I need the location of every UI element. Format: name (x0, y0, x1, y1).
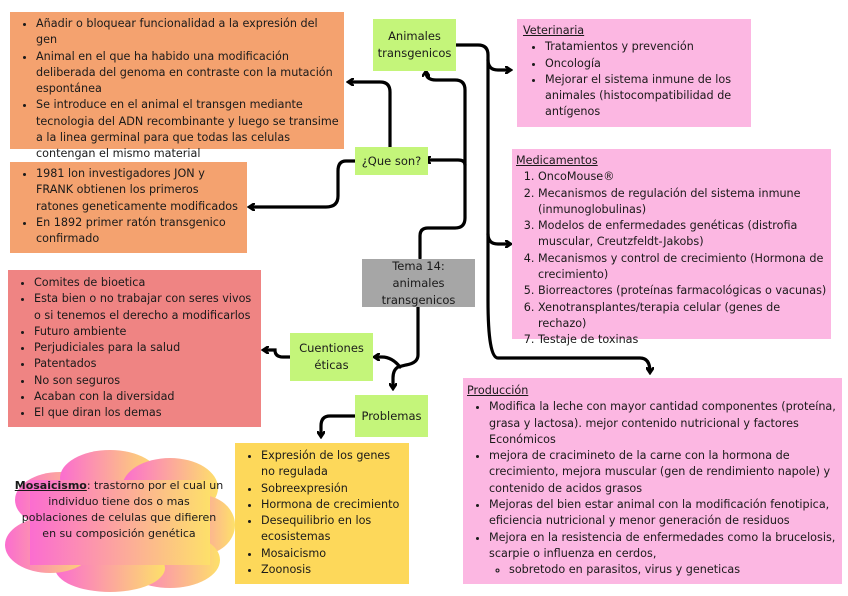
ethics-item: El que diran los demas (34, 405, 257, 421)
produccion-item: Mejoras del bien estar animal con la mod… (489, 497, 838, 530)
central-topic-label: Tema 14: animales transgenicos (381, 258, 456, 307)
problem-item: Expresión de los genes no regulada (261, 448, 405, 481)
history-box: 1981 lon investigadores JON y FRANK obti… (10, 162, 247, 253)
problem-item: Desequilibrio en los ecosistemas (261, 513, 405, 546)
node-cuestiones-eticas[interactable]: Cuentiones éticas (290, 333, 373, 381)
central-topic[interactable]: Tema 14: animales transgenicos (362, 259, 475, 307)
node-que-son[interactable]: ¿Que son? (355, 147, 428, 175)
medicamentos-item: Mecanismos de regulación del sistema inm… (538, 186, 827, 219)
ethics-item: Comites de bioetica (34, 275, 257, 291)
node-problemas[interactable]: Problemas (355, 395, 428, 437)
definition-item: Añadir o bloquear funcionalidad a la exp… (36, 16, 340, 49)
ethics-item: Perjudiciales para la salud (34, 340, 257, 356)
medicamentos-item: Xenotransplantes/terapia celular (genes … (538, 300, 827, 333)
node-cuestiones-label: Cuentiones éticas (299, 341, 364, 372)
node-que-son-label: ¿Que son? (361, 153, 422, 168)
medicamentos-item: Mecanismos y control de crecimiento (Hor… (538, 251, 827, 284)
problem-item: Mosaicismo (261, 546, 405, 562)
connector-to-medicamentos (486, 232, 510, 244)
produccion-title: Producción (467, 384, 529, 397)
mosaicism-text: : trastorno por el cual un individuo tie… (21, 479, 224, 540)
produccion-box: Producción Modifica la leche con mayor c… (463, 378, 842, 584)
veterinaria-box: Veterinaria Tratamientos y prevención On… (517, 19, 751, 127)
produccion-item: mejora de cracimineto de la carne con la… (489, 448, 838, 497)
problem-item: Sobreexpresión (261, 481, 405, 497)
produccion-subitem: sobretodo en parasitos, virus y genetica… (509, 562, 838, 578)
node-animales-transgenicos[interactable]: Animales transgenicos (373, 19, 456, 71)
connector-queson-to-definition (349, 82, 392, 150)
medicamentos-item: OncoMouse® (538, 169, 827, 185)
ethics-item: Esta bien o no trabajar con seres vivos … (34, 291, 257, 324)
definition-box: Añadir o bloquear funcionalidad a la exp… (10, 12, 344, 160)
medicamentos-title: Medicamentos (516, 154, 598, 167)
ethics-item: No son seguros (34, 373, 257, 389)
ethics-item: Patentados (34, 356, 257, 372)
produccion-item-text: Mejora en la resistencia de enfermedades… (489, 530, 836, 560)
node-animales-label: Animales transgenicos (377, 29, 452, 60)
ethics-box: Comites de bioetica Esta bien o no traba… (8, 270, 261, 427)
connector-problemas-to-problems-list (321, 414, 357, 436)
veterinaria-item: Mejorar el sistema inmune de los animale… (545, 72, 747, 121)
connector-central-to-queson (426, 160, 467, 167)
ethics-item: Futuro ambiente (34, 324, 257, 340)
medicamentos-item: Biorreactores (proteínas farmacológicas … (538, 283, 827, 299)
veterinaria-title: Veterinaria (523, 24, 585, 37)
definition-item: Animal en el que ha habido una modificac… (36, 49, 340, 98)
connector-central-to-cuestiones (375, 357, 402, 369)
connector-queson-to-history (250, 159, 358, 207)
connector-to-veterinaria (486, 58, 510, 70)
problem-item: Hormona de crecimiento (261, 497, 405, 513)
ethics-item: Acaban con la diversidad (34, 389, 257, 405)
mosaicism-term: Mosaicismo (14, 479, 87, 492)
medicamentos-item: Modelos de enfermedades genéticas (distr… (538, 218, 827, 251)
connector-cuestiones-to-ethics (264, 350, 293, 359)
produccion-item: Mejora en la resistencia de enfermedades… (489, 530, 838, 579)
problem-item: Zoonosis (261, 562, 405, 578)
definition-item: Se introduce en el animal el transgen me… (36, 97, 340, 162)
node-problemas-label: Problemas (361, 408, 422, 423)
connector-central-to-problemas (393, 305, 420, 388)
problems-box: Expresión de los genes no regulada Sobre… (235, 443, 409, 584)
produccion-item: Modifica la leche con mayor cantidad com… (489, 399, 838, 448)
medicamentos-item: Testaje de toxinas (538, 332, 827, 348)
veterinaria-item: Oncología (545, 56, 747, 72)
history-item: En 1892 primer ratón transgenico confirm… (36, 215, 243, 248)
history-item: 1981 lon investigadores JON y FRANK obti… (36, 166, 243, 215)
mosaicism-definition: Mosaicismo: trastorno por el cual un ind… (14, 478, 224, 542)
medicamentos-box: Medicamentos OncoMouse® Mecanismos de re… (512, 149, 831, 346)
veterinaria-item: Tratamientos y prevención (545, 39, 747, 55)
